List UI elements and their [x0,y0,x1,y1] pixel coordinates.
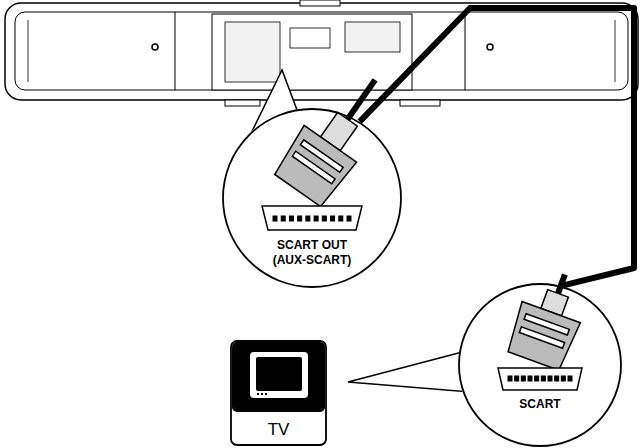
socket-pin [289,216,293,221]
socket-pin [555,376,559,381]
label-wrap: SCART OUT (AUX-SCART) [222,238,402,268]
socket-pin [548,376,552,381]
socket-pin [273,216,277,221]
scart-socket [262,206,362,230]
socket-pin [528,376,532,381]
socket-pin [347,216,351,221]
socket-pin [331,216,335,221]
socket-pin [535,376,539,381]
tv-icon [232,342,325,412]
label-wrap: TV [230,420,327,440]
socket-pin [281,216,285,221]
socket-pin [568,376,572,381]
socket-pin [515,376,519,381]
socket-pin [322,216,326,221]
socket-pin [314,216,318,221]
box-outline [231,341,326,445]
socket-pin [306,216,310,221]
tv-box: TV [230,340,327,446]
callout-ring [459,284,621,446]
scart-plug [271,62,401,209]
socket-pin [339,216,343,221]
port-label: SCART OUT (AUX-SCART) [260,238,364,268]
socket-pin [541,376,545,381]
callout-pointer [348,350,470,392]
callout-disk [222,108,402,288]
socket-pin [298,216,302,221]
callout-outline [458,283,622,447]
port-label: SCART [519,397,560,412]
socket-pin [508,376,512,381]
callout-ring [223,109,401,287]
socket-pin [521,376,525,381]
socket-pin [561,376,565,381]
scart-cable [360,8,634,286]
device-label: TV [268,420,290,440]
scart-socket [498,368,582,390]
callout-circle: SCART [458,283,622,447]
callout-disk [458,283,622,447]
soundbar [5,0,638,106]
callout-circle: SCART OUT (AUX-SCART) [222,108,402,288]
label-wrap: SCART [458,397,622,412]
